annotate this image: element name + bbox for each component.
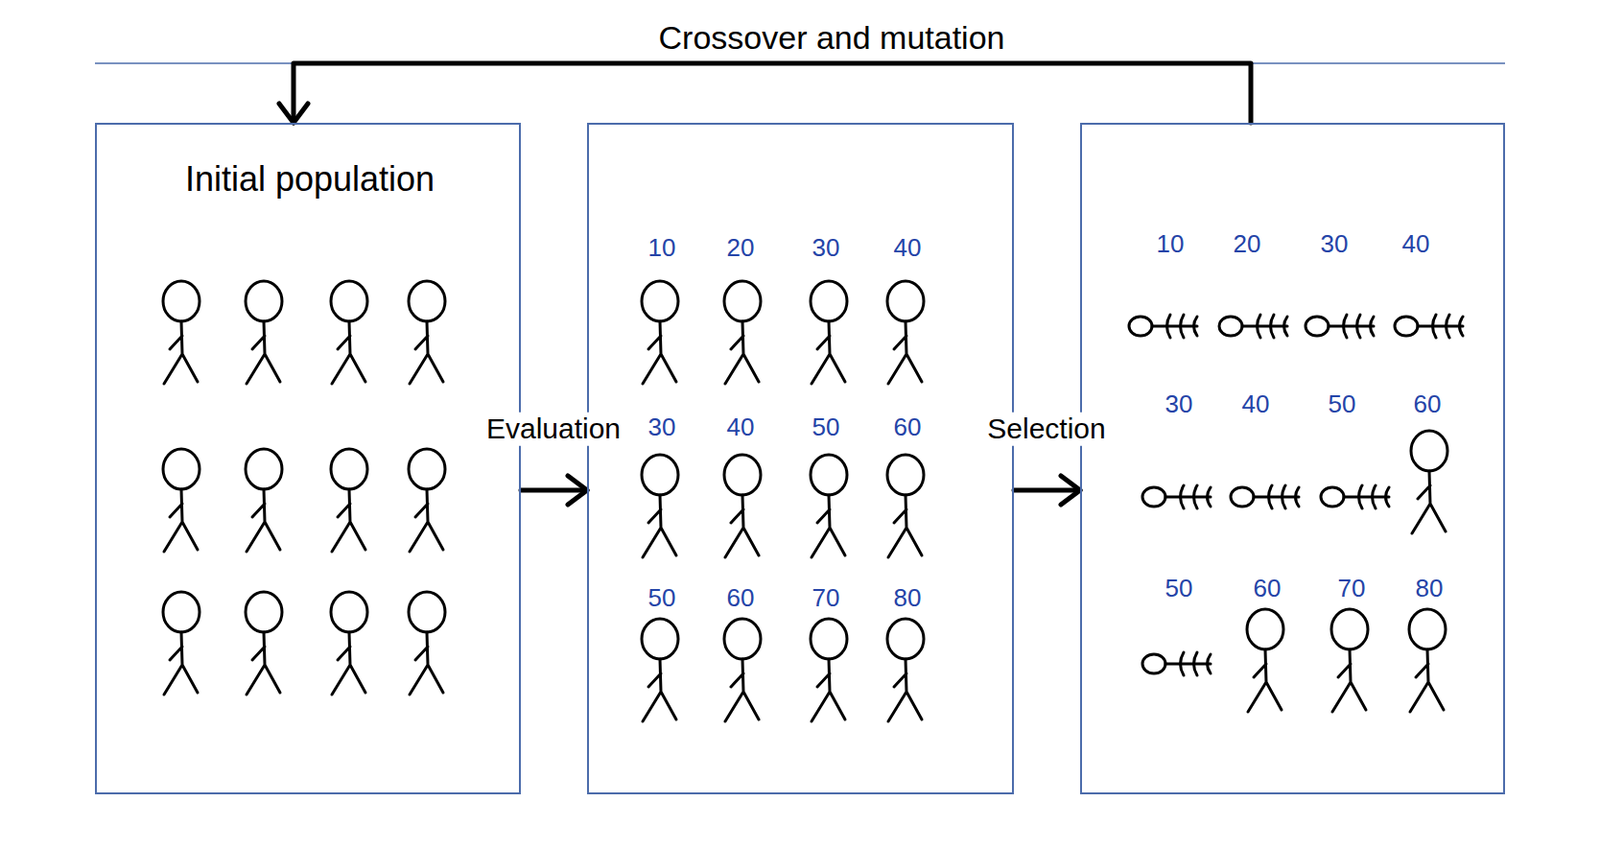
fitness-score: 60: [727, 584, 755, 613]
stick-figure: [1411, 430, 1448, 534]
evaluated-population-box: 10 20 30 40 30 40 50 60 50 60 70 80: [587, 122, 1014, 795]
fitness-score: 60: [1413, 390, 1442, 420]
arrow-shaft: [293, 63, 1251, 123]
stick-figure: [408, 591, 446, 695]
stick-figure: [245, 281, 283, 384]
fitness-score: 10: [648, 234, 677, 263]
flow-arrow: [1013, 475, 1081, 505]
stick-figure: [724, 454, 761, 558]
stick-figure: [330, 591, 368, 695]
step-label: Evaluation: [482, 412, 625, 447]
fitness-score: 30: [1165, 390, 1194, 420]
stick-figure: [245, 448, 283, 552]
fitness-score: 70: [1338, 574, 1366, 604]
fitness-score: 10: [1156, 230, 1185, 259]
flow-arrow: [279, 63, 1251, 123]
stick-figure: [810, 281, 848, 384]
evaluated-figures: [641, 281, 924, 722]
fish-bone: [1142, 652, 1211, 676]
fitness-score: 80: [894, 584, 922, 613]
fitness-score: 20: [727, 234, 755, 263]
stick-figure: [724, 618, 761, 722]
stick-figure: [408, 281, 446, 384]
fitness-score: 30: [1320, 230, 1349, 259]
fitness-score: 80: [1415, 574, 1444, 604]
stick-figure: [641, 618, 679, 722]
fitness-score: 50: [648, 584, 677, 613]
fitness-score: 70: [812, 584, 841, 613]
fitness-score: 60: [894, 413, 922, 443]
stick-figure: [1247, 609, 1284, 712]
stick-figure: [163, 591, 200, 695]
arrow-head: [567, 475, 588, 505]
stick-figure: [408, 448, 446, 552]
fitness-score: 30: [812, 234, 841, 263]
stick-figure: [724, 281, 761, 384]
stick-figure: [1409, 609, 1446, 712]
population-box: Initial population: [94, 122, 521, 795]
selected-population-box: 10 20 30 40 30 40 50 60 50 60 70 80: [1080, 122, 1506, 795]
initial-population-figures: [163, 281, 446, 695]
arrow-shaft: [520, 488, 588, 494]
step-label: Selection: [983, 412, 1109, 447]
fish-bone: [1320, 485, 1389, 509]
fish-bone: [1219, 314, 1288, 338]
fish-bone: [1305, 314, 1374, 338]
stick-figure: [887, 281, 924, 384]
fitness-score: 50: [1165, 574, 1194, 604]
fitness-score: 50: [1328, 390, 1357, 420]
arrow-head: [279, 103, 308, 123]
fitness-score: 40: [894, 234, 922, 263]
stick-figure: [887, 618, 924, 722]
selected-figures: [1129, 314, 1463, 712]
fish-bone: [1230, 485, 1299, 509]
stick-figure: [641, 454, 679, 558]
arrow-head: [1060, 475, 1081, 505]
stick-figure: [1331, 609, 1368, 712]
fitness-score: 50: [812, 413, 841, 443]
fitness-score: 60: [1253, 574, 1282, 604]
stick-figure: [163, 448, 200, 552]
stick-figure: [163, 281, 200, 384]
step-label: Crossover and mutation: [655, 19, 1010, 57]
stick-figure: [330, 281, 368, 384]
fish-bone: [1129, 314, 1198, 338]
stick-figure: [641, 281, 679, 384]
fish-bone: [1394, 314, 1463, 338]
fitness-score: 20: [1233, 230, 1262, 259]
fitness-score: 40: [727, 413, 755, 443]
box-heading: Initial population: [185, 159, 435, 199]
fitness-score: 30: [648, 413, 677, 443]
fitness-score: 40: [1242, 390, 1271, 420]
stick-figure: [330, 448, 368, 552]
stick-figure: [810, 454, 848, 558]
fitness-score: 40: [1402, 230, 1431, 259]
stick-figure: [887, 454, 924, 558]
arrow-shaft: [1013, 488, 1081, 494]
flow-arrow: [520, 475, 588, 505]
fish-bone: [1142, 485, 1211, 509]
stick-figure: [810, 618, 848, 722]
stick-figure: [245, 591, 283, 695]
